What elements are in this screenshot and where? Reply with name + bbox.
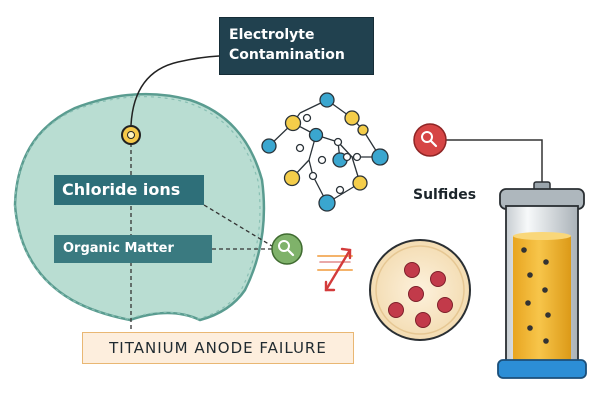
cylinder-tank-icon xyxy=(497,181,587,379)
chloride-connector xyxy=(203,204,273,247)
petri-dish-icon xyxy=(369,239,471,341)
title-line-2: Contamination xyxy=(229,47,345,63)
target-circle-icon xyxy=(121,125,141,145)
organic-matter-label: Organic Matter xyxy=(54,235,212,263)
molecule-icon xyxy=(261,92,389,212)
chloride-ions-label: Chloride ions xyxy=(54,175,204,205)
contamination-blob xyxy=(13,92,266,322)
title-line-1: Electrolyte xyxy=(229,27,315,43)
electrolyte-contamination-title: Electrolyte Contamination xyxy=(219,17,374,75)
tank-connector xyxy=(440,139,543,183)
magnifier-icon-green xyxy=(271,233,303,265)
sulfides-label: Sulfides xyxy=(413,187,477,203)
titanium-anode-failure-label: TITANIUM ANODE FAILURE xyxy=(82,332,354,364)
magnifier-icon-red xyxy=(413,123,447,157)
title-connector xyxy=(130,55,220,126)
crossed-arrows-icon xyxy=(317,247,353,292)
